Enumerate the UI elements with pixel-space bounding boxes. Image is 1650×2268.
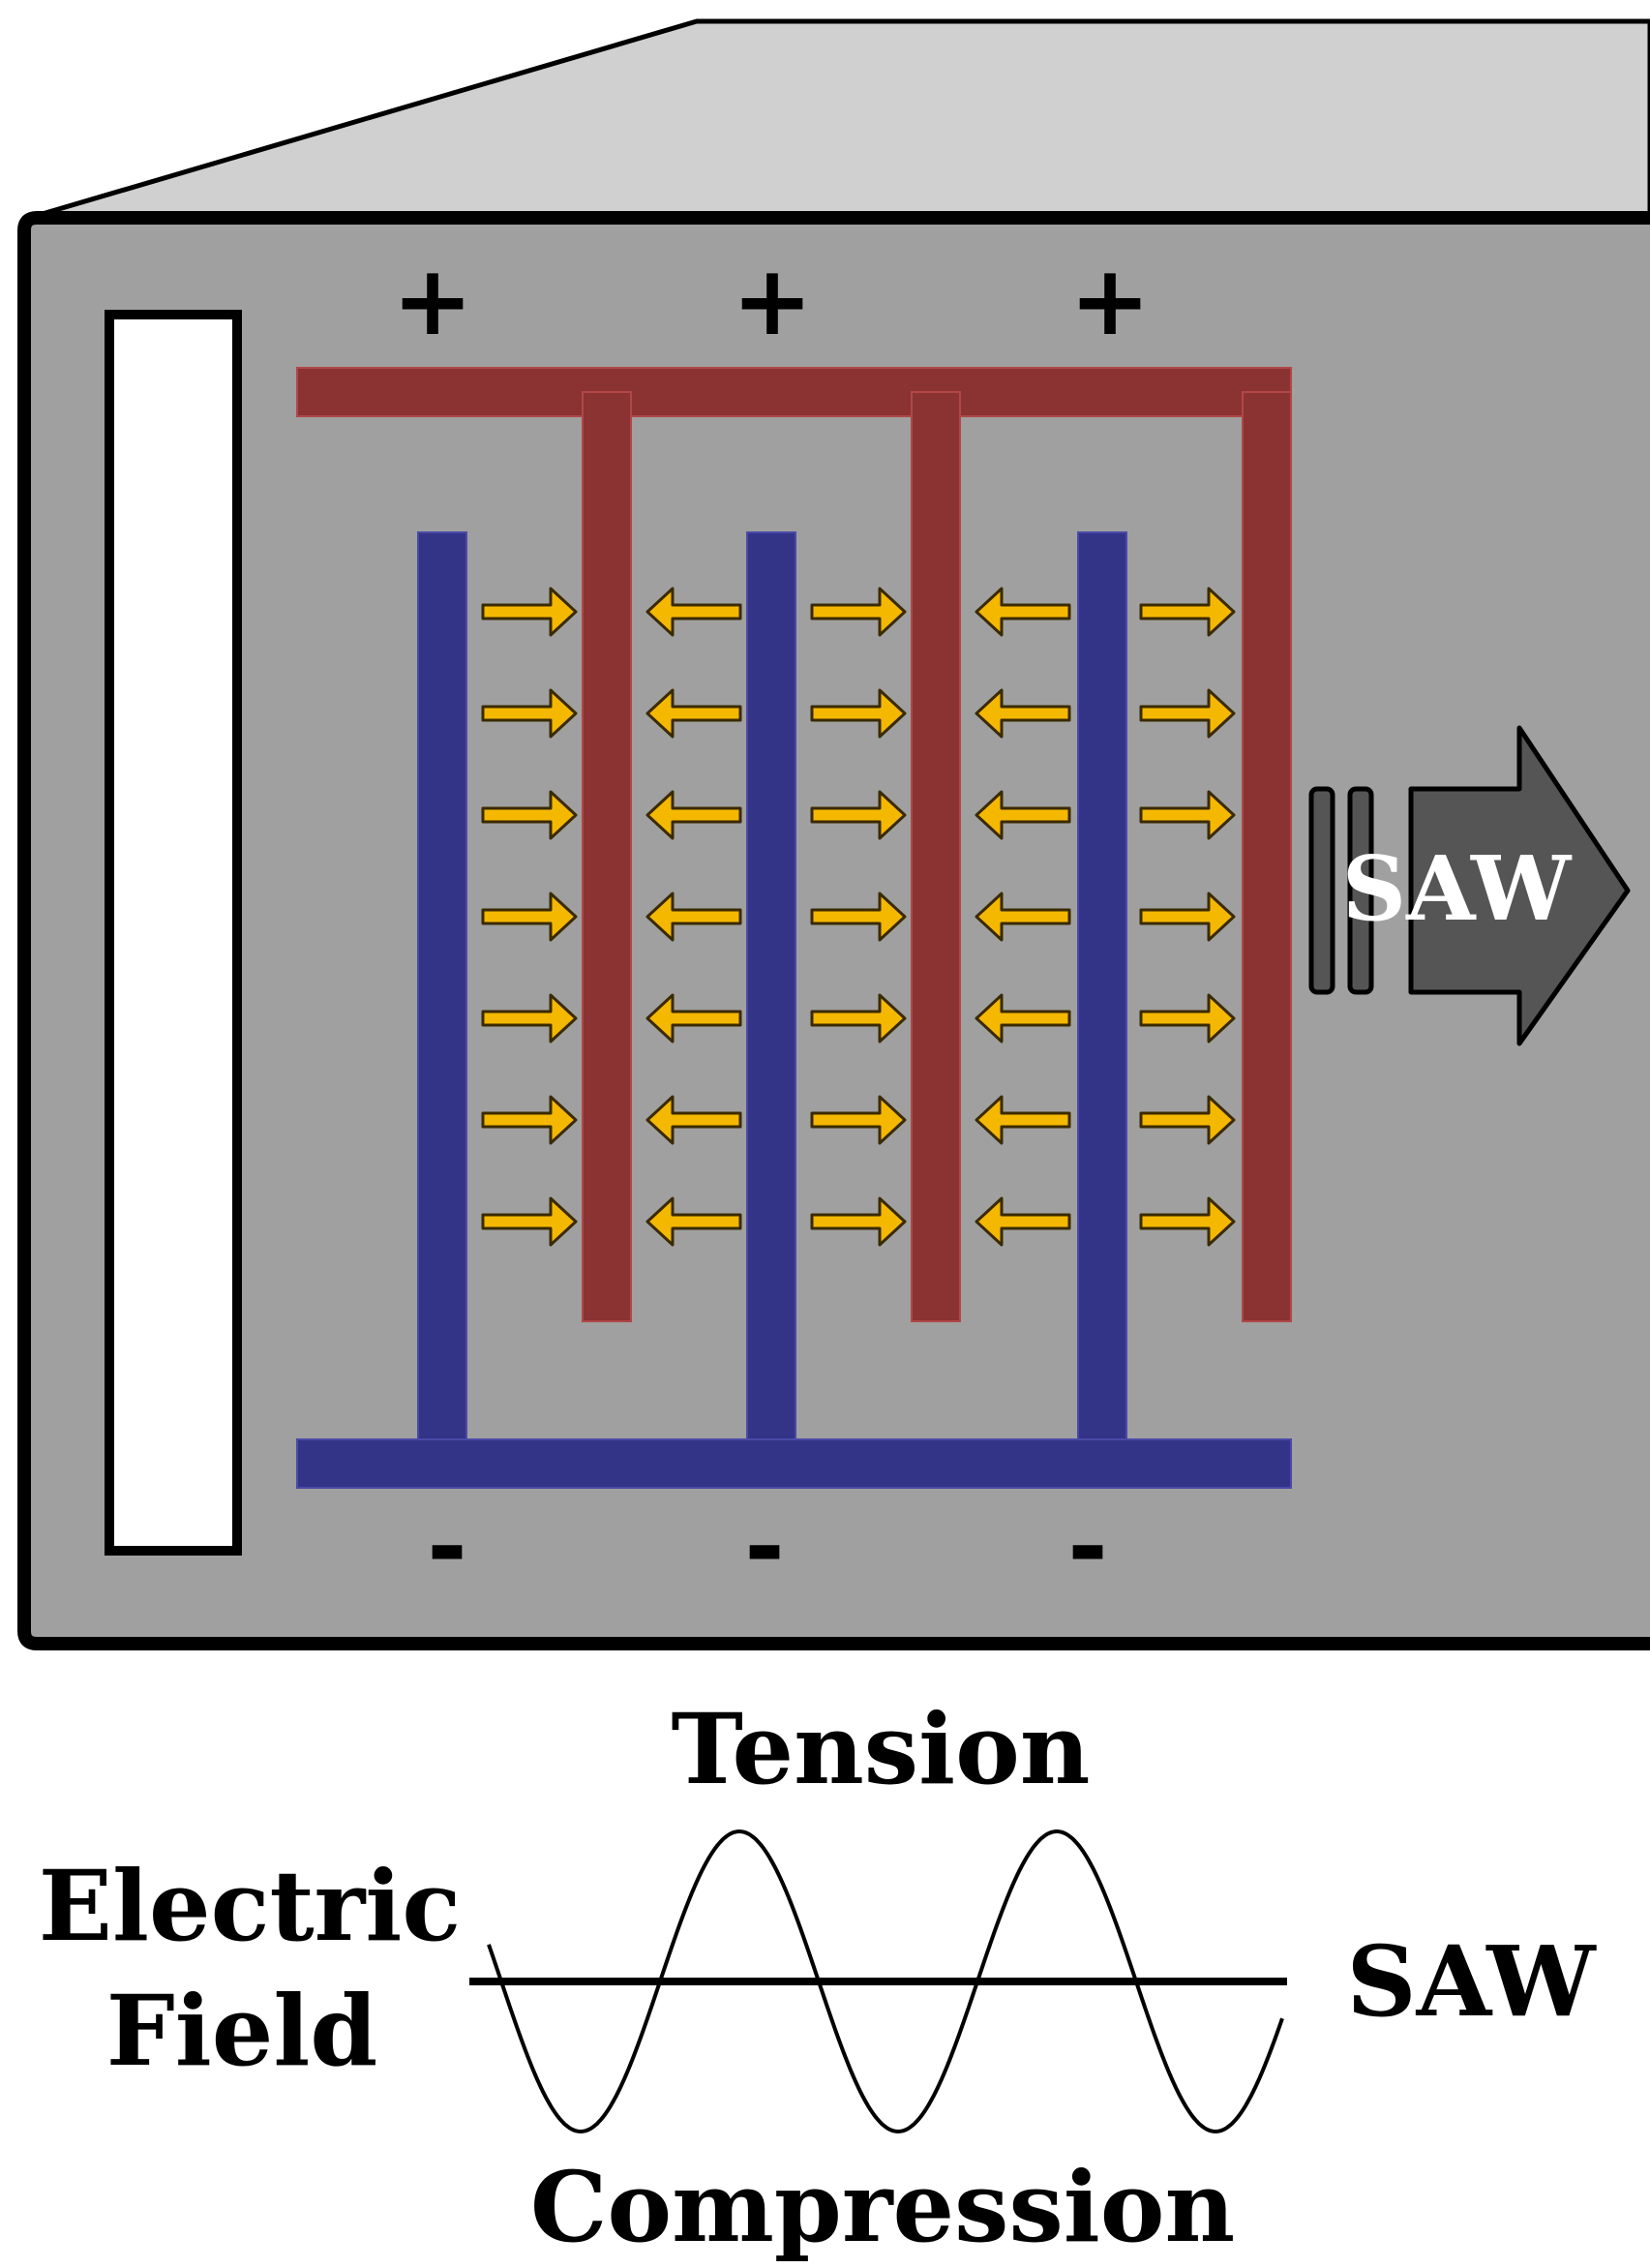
field-arrow-right bbox=[1139, 993, 1236, 1043]
saw-wavefront-bar bbox=[1308, 786, 1335, 995]
field-arrow-right bbox=[810, 587, 907, 637]
positive-finger bbox=[582, 391, 632, 1322]
field-arrow-left bbox=[645, 587, 742, 637]
substrate-top-face bbox=[28, 18, 1650, 221]
field-arrow-left bbox=[975, 993, 1071, 1043]
field-arrow-right bbox=[1139, 1095, 1236, 1145]
saw-wave-label: SAW bbox=[1346, 1924, 1597, 2039]
field-arrow-right bbox=[481, 1196, 578, 1247]
compression-label: Compression bbox=[530, 2150, 1235, 2264]
positive-sign: + bbox=[392, 244, 473, 357]
field-arrow-right bbox=[810, 993, 907, 1043]
field-arrow-left bbox=[975, 1196, 1071, 1247]
field-arrow-left bbox=[645, 892, 742, 942]
field-arrow-left bbox=[645, 993, 742, 1043]
electric-field-label-line2: Field bbox=[106, 1974, 378, 2088]
field-arrow-left bbox=[975, 1095, 1071, 1145]
negative-finger bbox=[417, 531, 467, 1463]
field-arrow-right bbox=[810, 790, 907, 840]
negative-finger bbox=[746, 531, 796, 1463]
negative-sign: - bbox=[1067, 1490, 1108, 1603]
field-arrow-left bbox=[975, 587, 1071, 637]
saw-propagation-arrow: SAW bbox=[1308, 725, 1631, 1046]
positive-bus-bar bbox=[296, 367, 1292, 417]
field-arrow-left bbox=[645, 688, 742, 739]
positive-finger bbox=[911, 391, 961, 1322]
electric-field-label-line1: Electric bbox=[39, 1849, 461, 1963]
field-arrow-left bbox=[975, 892, 1071, 942]
field-arrow-right bbox=[481, 892, 578, 942]
field-arrow-right bbox=[481, 1095, 578, 1145]
field-arrow-right bbox=[810, 892, 907, 942]
field-arrow-left bbox=[645, 1095, 742, 1145]
tension-label: Tension bbox=[672, 1692, 1091, 1806]
field-arrow-left bbox=[975, 790, 1071, 840]
sine-wave bbox=[487, 1830, 1284, 2133]
negative-finger bbox=[1077, 531, 1127, 1463]
field-arrow-right bbox=[1139, 587, 1236, 637]
positive-sign: + bbox=[732, 244, 813, 357]
saw-arrow-body bbox=[1408, 725, 1631, 1046]
field-arrow-right bbox=[481, 790, 578, 840]
field-arrow-right bbox=[481, 587, 578, 637]
field-arrow-right bbox=[481, 688, 578, 739]
field-arrow-left bbox=[975, 688, 1071, 739]
saw-arrow-label: SAW bbox=[1342, 836, 1573, 941]
positive-sign: + bbox=[1069, 244, 1151, 357]
saw-wavefront-bar bbox=[1347, 786, 1374, 995]
positive-finger bbox=[1242, 391, 1292, 1322]
negative-electrode bbox=[296, 531, 1292, 1489]
negative-bus-bar bbox=[296, 1438, 1292, 1489]
field-arrow-right bbox=[810, 1095, 907, 1145]
field-arrow-right bbox=[1139, 1196, 1236, 1247]
field-arrow-right bbox=[810, 688, 907, 739]
field-arrow-right bbox=[1139, 790, 1236, 840]
field-arrow-right bbox=[1139, 892, 1236, 942]
field-arrow-left bbox=[645, 1196, 742, 1247]
negative-sign: - bbox=[427, 1490, 467, 1603]
field-arrow-left bbox=[645, 790, 742, 840]
electric-field-arrows bbox=[481, 587, 1236, 1247]
positive-electrode bbox=[296, 367, 1292, 1322]
negative-sign: - bbox=[744, 1490, 785, 1603]
field-arrow-right bbox=[481, 993, 578, 1043]
reflector-block bbox=[105, 310, 242, 1556]
field-arrow-right bbox=[1139, 688, 1236, 739]
field-arrow-right bbox=[810, 1196, 907, 1247]
